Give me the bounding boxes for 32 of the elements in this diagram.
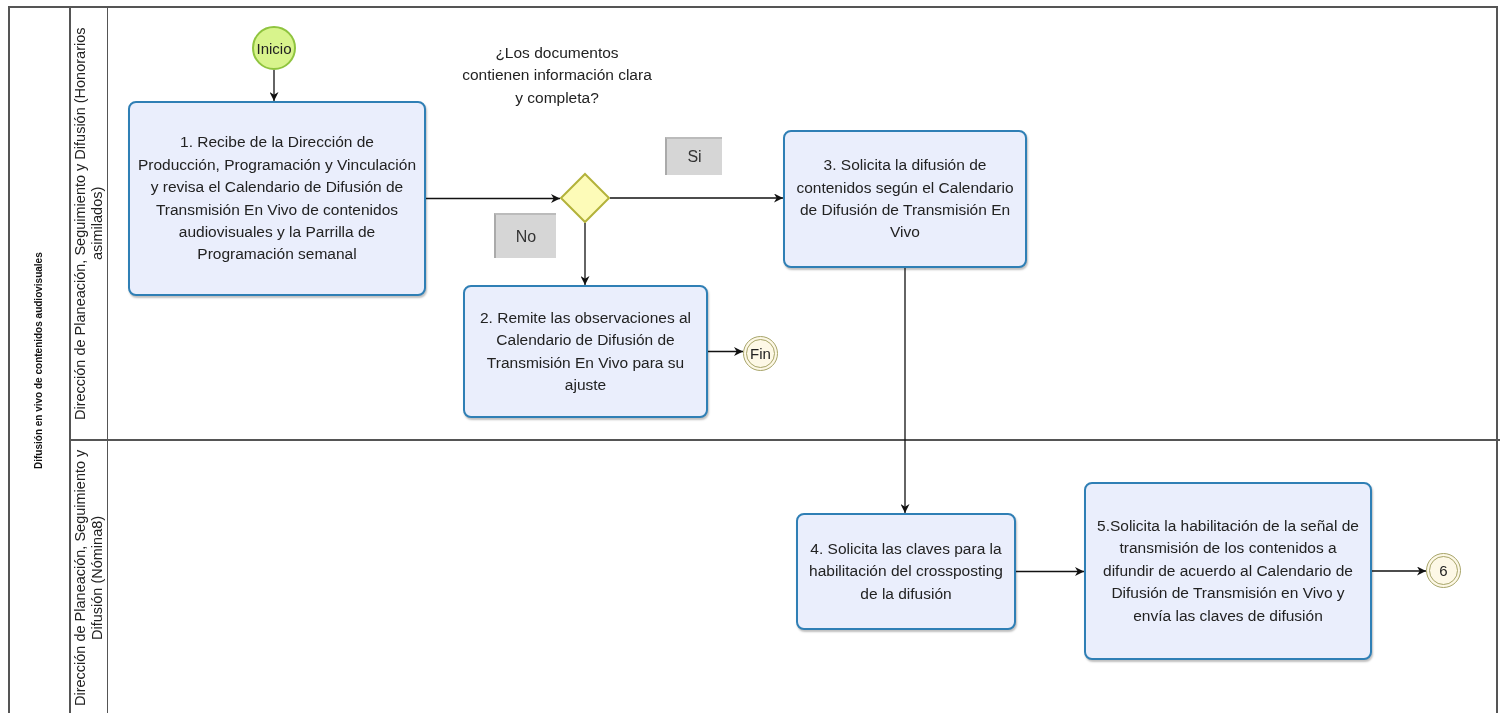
event-label: Inicio [256, 39, 292, 57]
process-box [1084, 482, 1372, 660]
arrow [425, 194, 561, 203]
arrow [580, 222, 590, 286]
decision-question: ¿Los documentos contienen información clara y completa? [462, 43, 652, 108]
lane-title: Dirección de Planeación, Seguimiento y Difusión (Nómina8) [71, 448, 106, 709]
end-event-circle [1426, 553, 1461, 588]
process-text: 3. Solicita la difusión de contenidos según el Calendario de Difusión de Transmisión En Vivo [795, 155, 1015, 243]
edge-label: Si [665, 137, 722, 175]
edge-label: No [494, 213, 556, 258]
arrow [609, 193, 784, 203]
process-text: 1. Recibe de la Dirección de Producción, Programación y Vinculación y revisa el Calendario de Difusión de Transmisión En Vivo de contenidos audiovisuales y la Parrilla de Programación semanal [138, 132, 416, 265]
process-box [128, 101, 426, 296]
arrow [707, 347, 744, 356]
arrow [1371, 566, 1427, 576]
event-label: Fin [750, 345, 771, 362]
start-event-circle [252, 26, 296, 70]
process-box [783, 130, 1027, 268]
arrow [1015, 567, 1085, 576]
process-box [463, 285, 708, 418]
event-label: 6 [1439, 562, 1448, 579]
process-text: 5.Solicita la habilitación de la señal de transmisión de los contenidos a difundir de acuerdo al Calendario de Difusión de Transmisión en Vivo y envía las claves de difusión [1096, 515, 1360, 626]
pool-title: Difusión en vivo de contenidos audiovisuales [32, 251, 45, 471]
process-text: 2. Remite las observaciones al Calendario de Difusión de Transmisión En Vivo para su ajuste [478, 307, 693, 395]
lane-title: Dirección de Planeación, Seguimiento y Difusión (Honorarios asimilados) [71, 26, 106, 422]
swimlane [69, 439, 1500, 713]
arrow [900, 267, 910, 514]
process-box [796, 513, 1016, 630]
pool-frame [8, 6, 1498, 713]
process-text: 4. Solicita las claves para la habilitación del crossposting de la difusión [808, 538, 1004, 604]
end-event-circle [743, 336, 778, 371]
arrow [269, 69, 279, 102]
